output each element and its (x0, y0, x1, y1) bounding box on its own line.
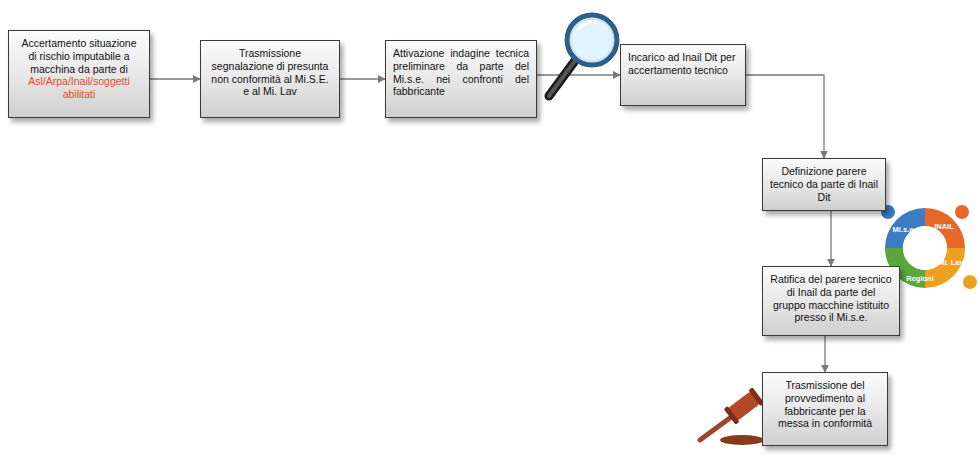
flow-connector (537, 74, 620, 75)
box-text: Trasmissione segnalazione di presunta no… (208, 47, 332, 98)
magnifier-icon (549, 15, 617, 96)
flow-connector (340, 78, 385, 79)
box-text: Accertamento situazione di rischio imput… (16, 37, 142, 75)
box-text: Ratifica del parere tecnico di Inail da … (770, 273, 892, 324)
process-box: Attivazione indagine tecnica preliminare… (385, 40, 537, 118)
process-box: Trasmissione segnalazione di presunta no… (200, 40, 340, 118)
process-box: Incarico ad Inail Dit per accertamento t… (620, 44, 746, 106)
ring-label: Mi.s.e. (893, 225, 916, 234)
process-box: Definizione parere tecnico da parte di I… (762, 158, 886, 211)
gavel-icon (700, 387, 764, 445)
flow-connector (824, 336, 825, 372)
ring-label: Regioni (906, 274, 934, 283)
process-box: Accertamento situazione di rischio imput… (8, 30, 150, 118)
ring-label: INAIL (934, 222, 954, 231)
flow-connector (830, 211, 831, 266)
ring-label: Mi. Lav (938, 258, 963, 267)
process-box: Trasmissione del provvedimento al fabbri… (762, 372, 888, 446)
box-text: Trasmissione del provvedimento al fabbri… (770, 379, 880, 430)
process-box: Ratifica del parere tecnico di Inail da … (762, 266, 900, 336)
flow-connector (150, 78, 200, 79)
box-text: Asl/Arpa/Inail/soggetti abilitati (16, 75, 142, 101)
box-text: Attivazione indagine tecnica preliminare… (393, 47, 529, 98)
box-text: Incarico ad Inail Dit per accertamento t… (628, 51, 738, 77)
flow-connector (746, 75, 824, 158)
box-text: Definizione parere tecnico da parte di I… (770, 165, 878, 203)
